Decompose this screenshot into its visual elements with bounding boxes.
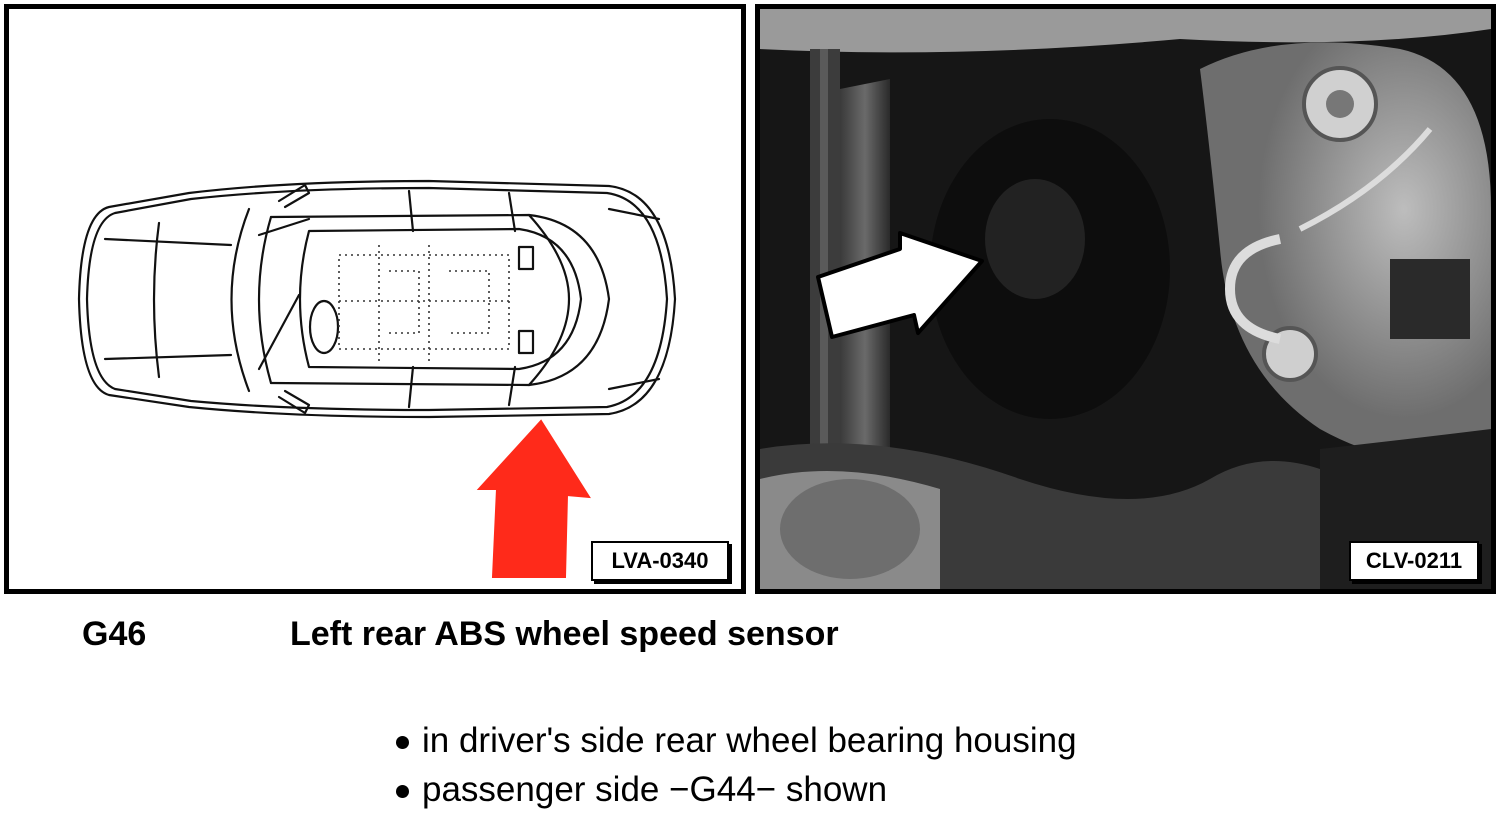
note-item: in driver's side rear wheel bearing hous… bbox=[392, 716, 1077, 765]
wheel-bearing-housing-photo bbox=[760, 9, 1491, 589]
figure-reference-code: LVA-0340 bbox=[591, 541, 729, 581]
component-code: G46 bbox=[82, 615, 147, 653]
bullet-icon bbox=[396, 785, 409, 798]
vehicle-locator-figure: LVA-0340 bbox=[4, 4, 746, 594]
component-name: Left rear ABS wheel speed sensor bbox=[290, 615, 839, 653]
note-item: passenger side −G44− shown bbox=[392, 765, 1077, 814]
location-arrow-white bbox=[816, 231, 984, 339]
bullet-icon bbox=[396, 736, 409, 749]
sensor-location-photo: CLV-0211 bbox=[755, 4, 1496, 594]
location-arrow-red bbox=[476, 419, 591, 578]
car-top-view-outline bbox=[77, 179, 677, 578]
location-notes: in driver's side rear wheel bearing hous… bbox=[392, 716, 1077, 814]
note-text: passenger side −G44− shown bbox=[422, 770, 888, 809]
note-text: in driver's side rear wheel bearing hous… bbox=[422, 721, 1077, 760]
figure-reference-code: CLV-0211 bbox=[1349, 541, 1479, 581]
